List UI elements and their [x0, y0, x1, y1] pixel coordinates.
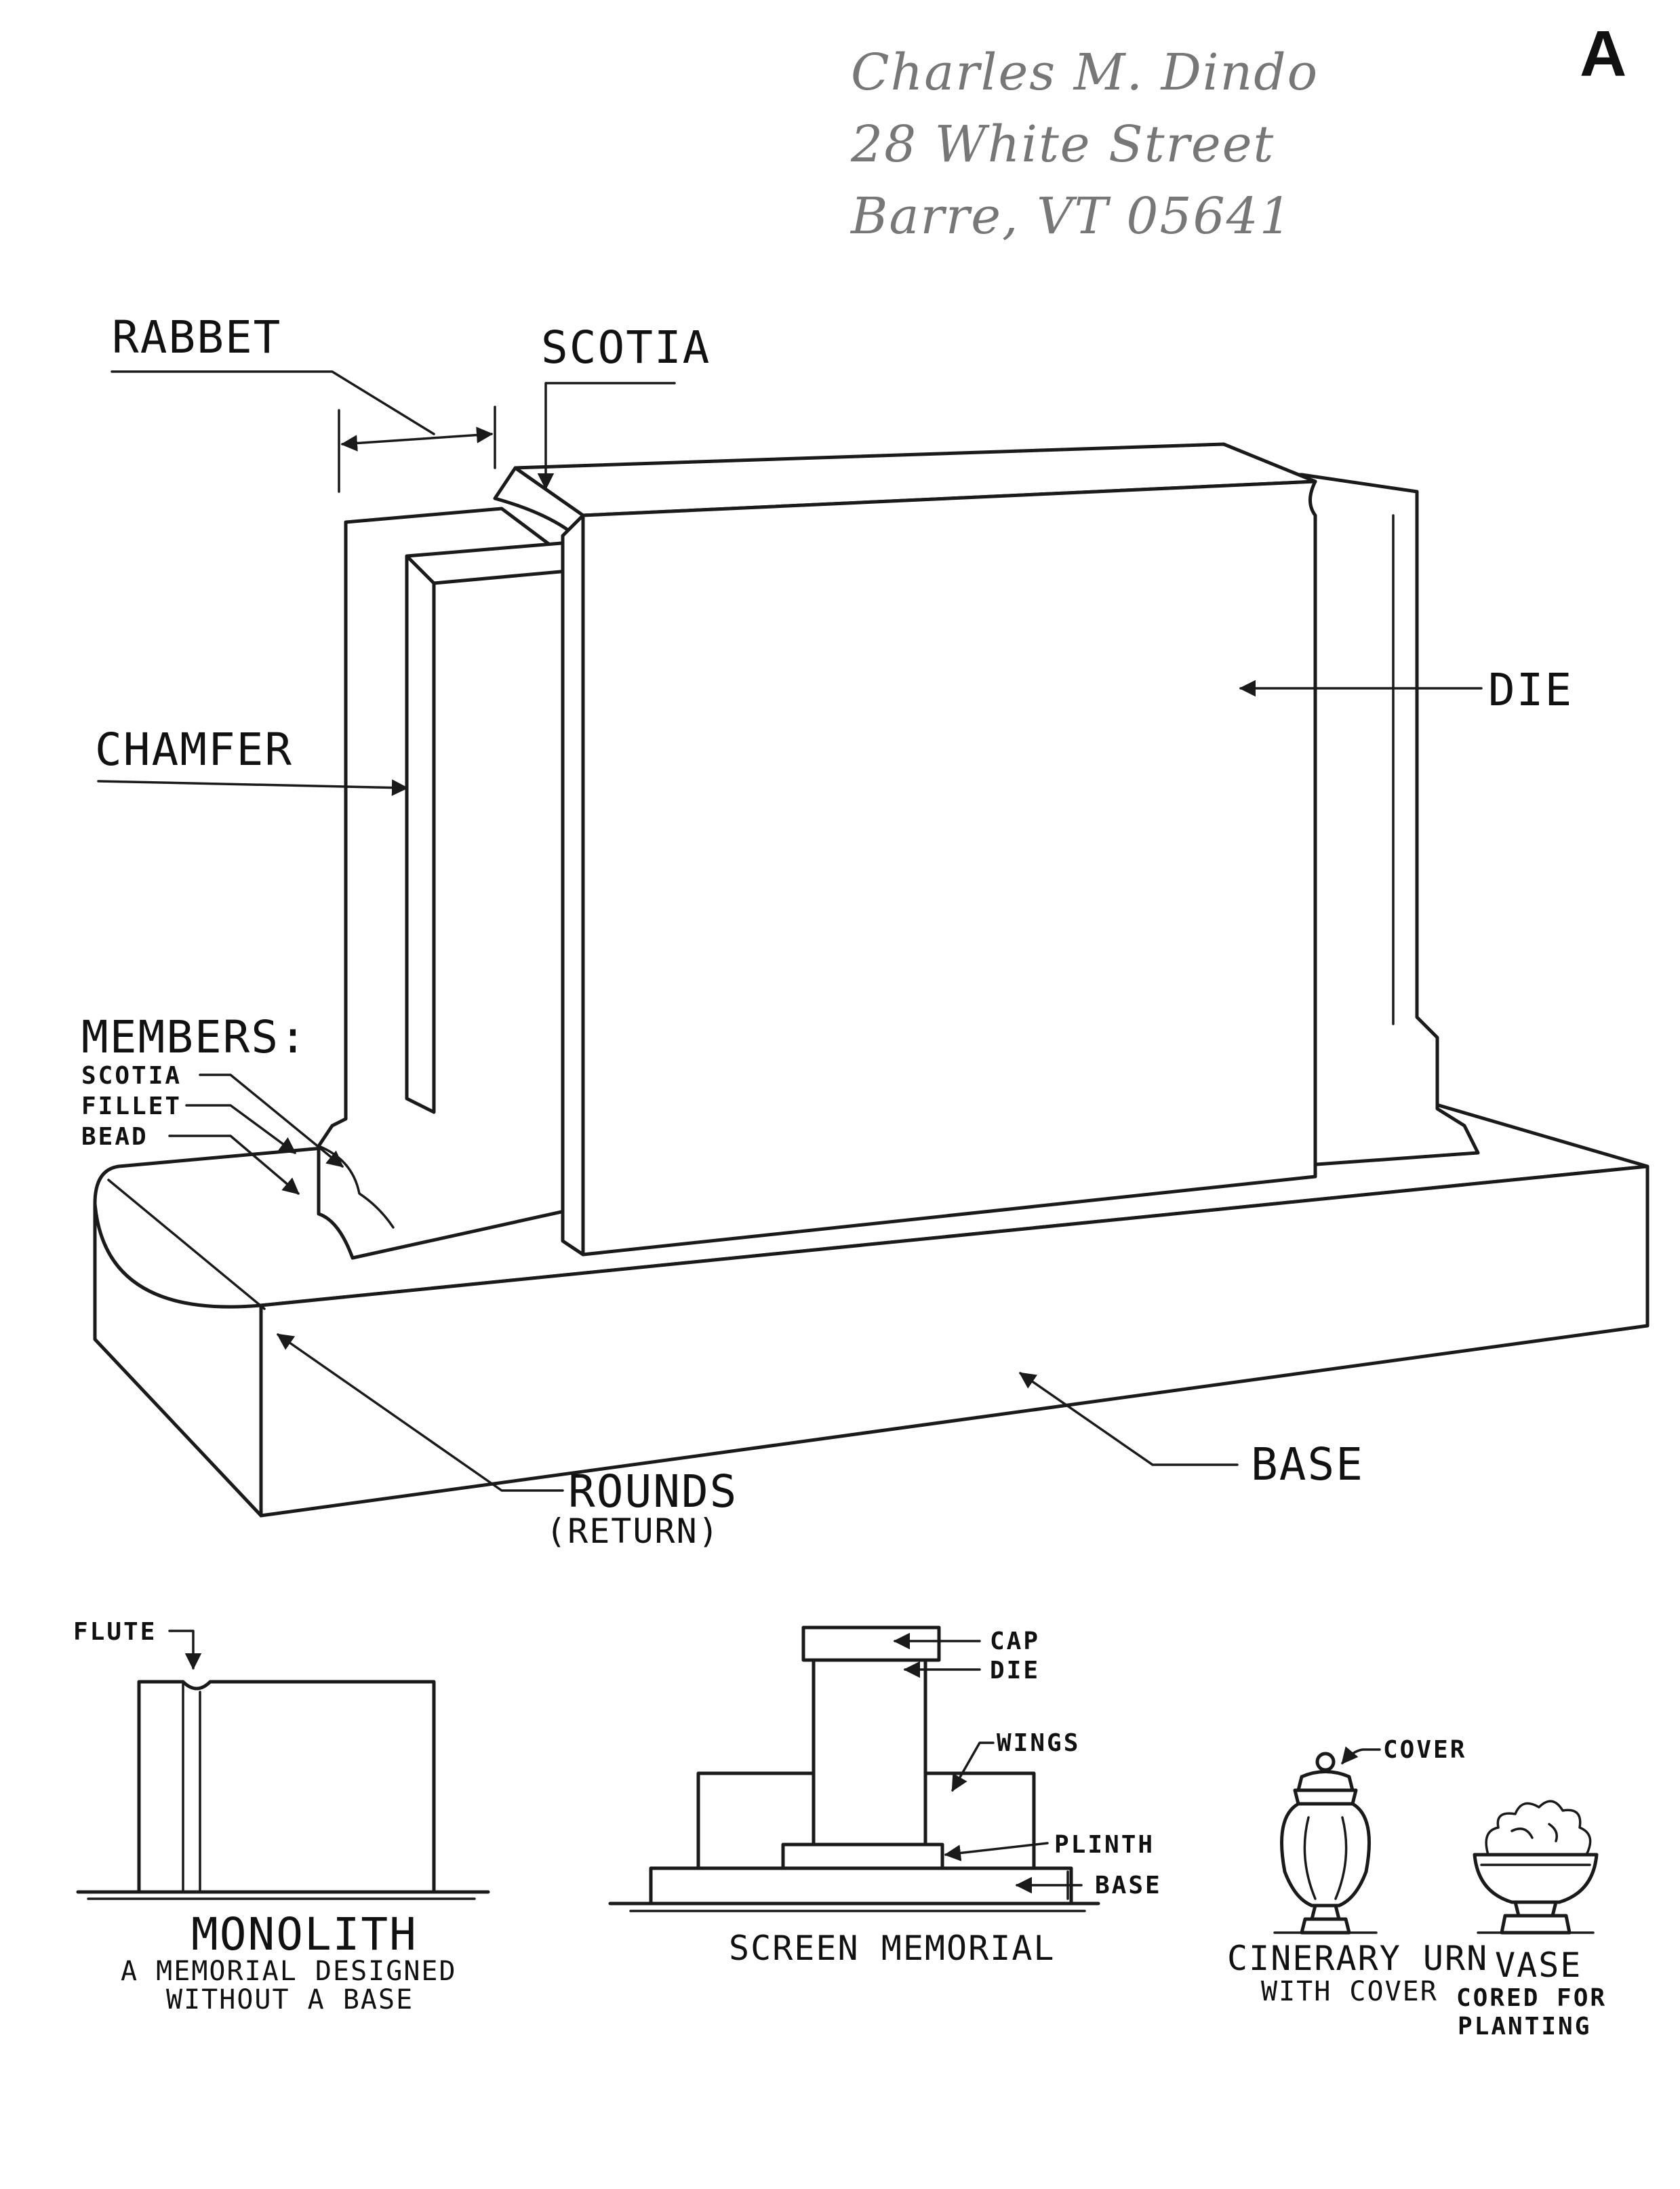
rounds-label: ROUNDS: [568, 1465, 738, 1518]
urn-neck: [1293, 1788, 1358, 1806]
urn-body-detail: [1303, 1816, 1348, 1900]
vase-foot: [1500, 1914, 1572, 1935]
base-slab-left-end: [93, 1202, 263, 1518]
die-small-label: DIE: [990, 1657, 1040, 1684]
chamfer-leader: [97, 779, 409, 796]
vase-caption-1: CORED FOR: [1456, 1984, 1607, 2012]
base-round-edge: [107, 1179, 266, 1310]
monolith-drawing: FLUTE MONOLITH A MEMORIAL DESIGNED WITHO…: [73, 1618, 490, 2015]
cap-label: CAP: [990, 1628, 1040, 1655]
member-bead-label: BEAD: [81, 1123, 148, 1151]
screen-plinth: [781, 1842, 944, 1870]
urn-stem: [1310, 1904, 1341, 1921]
base-small-label: BASE: [1095, 1872, 1162, 1899]
screen-base: [649, 1866, 1073, 1906]
member-scotia-label: SCOTIA: [81, 1062, 182, 1090]
rounds-note: (RETURN): [546, 1512, 720, 1551]
address-street: 28 White Street: [850, 115, 1275, 174]
page-letter: A: [1580, 18, 1626, 90]
scotia-leader: [537, 382, 676, 490]
flute-label: FLUTE: [73, 1618, 157, 1646]
die-label: DIE: [1488, 664, 1573, 716]
screen-memorial-title: SCREEN MEMORIAL: [729, 1929, 1056, 1968]
chamfer-label: CHAMFER: [95, 724, 293, 776]
address-city: Barre, VT 05641: [849, 187, 1293, 245]
urn-caption: WITH COVER: [1261, 1976, 1438, 2007]
rabbet-dimension: [340, 427, 494, 452]
left-wing-front: [317, 507, 585, 1260]
vase-foliage: [1485, 1800, 1592, 1856]
screen-die: [812, 1658, 927, 1847]
member-scotia-leader: [199, 1073, 344, 1168]
screen-memorial-drawing: CAP DIE WINGS PLINTH BASE SCREEN MEMORIA…: [608, 1625, 1162, 1968]
urn-foot: [1300, 1917, 1351, 1935]
urn-title: CINERARY URN: [1227, 1939, 1488, 1978]
screen-cap: [801, 1625, 941, 1662]
monolith-caption-2: WITHOUT A BASE: [166, 1984, 414, 2015]
rabbet-label: RABBET: [112, 311, 281, 363]
member-fillet-leader: [185, 1104, 296, 1154]
member-fillet-label: FILLET: [81, 1092, 182, 1120]
cover-label: COVER: [1383, 1736, 1466, 1764]
die-side: [561, 513, 585, 1257]
urn-knob: [1315, 1752, 1336, 1772]
base-leader: [1018, 1372, 1239, 1466]
wings-leader: [951, 1741, 995, 1792]
base-label: BASE: [1251, 1438, 1364, 1491]
monolith-flute-lines: [182, 1680, 201, 1893]
monolith-caption-1: A MEMORIAL DESIGNED: [121, 1956, 457, 1987]
main-memorial-drawing: RABBET SCOTIA DIE CHAMFER MEMBERS: SCOTI…: [81, 311, 1649, 1551]
die-front: [581, 479, 1317, 1257]
rabbet-leader: [111, 370, 435, 435]
flute-leader: [168, 1630, 202, 1670]
plinth-leader: [944, 1842, 1049, 1861]
scotia-top-label: SCOTIA: [541, 321, 711, 374]
vase-foliage-detail: [1511, 1823, 1558, 1842]
left-wing-chamfer: [405, 554, 436, 1114]
vase-caption-2: PLANTING: [1458, 2013, 1591, 2040]
members-heading: MEMBERS:: [81, 1011, 308, 1063]
urn-drawing: COVER CINERARY URN WITH COVER: [1227, 1736, 1488, 2007]
urn-lid: [1296, 1770, 1355, 1792]
vase-bowl: [1473, 1853, 1599, 1904]
urn-body: [1280, 1802, 1371, 1908]
vase-drawing: VASE CORED FOR PLANTING: [1456, 1800, 1607, 2040]
base-slab-front: [259, 1164, 1649, 1518]
address-stamp: Charles M. Dindo 28 White Street Barre, …: [849, 43, 1319, 245]
vase-stem: [1513, 1900, 1558, 1918]
rounds-leader: [276, 1333, 564, 1492]
monolith-title: MONOLITH: [191, 1908, 418, 1960]
address-name: Charles M. Dindo: [851, 43, 1319, 102]
cover-leader: [1341, 1746, 1381, 1764]
plinth-label: PLINTH: [1054, 1831, 1155, 1859]
vase-title: VASE: [1495, 1946, 1582, 1985]
member-bead-leader: [168, 1135, 300, 1195]
wings-label: WINGS: [997, 1729, 1080, 1757]
